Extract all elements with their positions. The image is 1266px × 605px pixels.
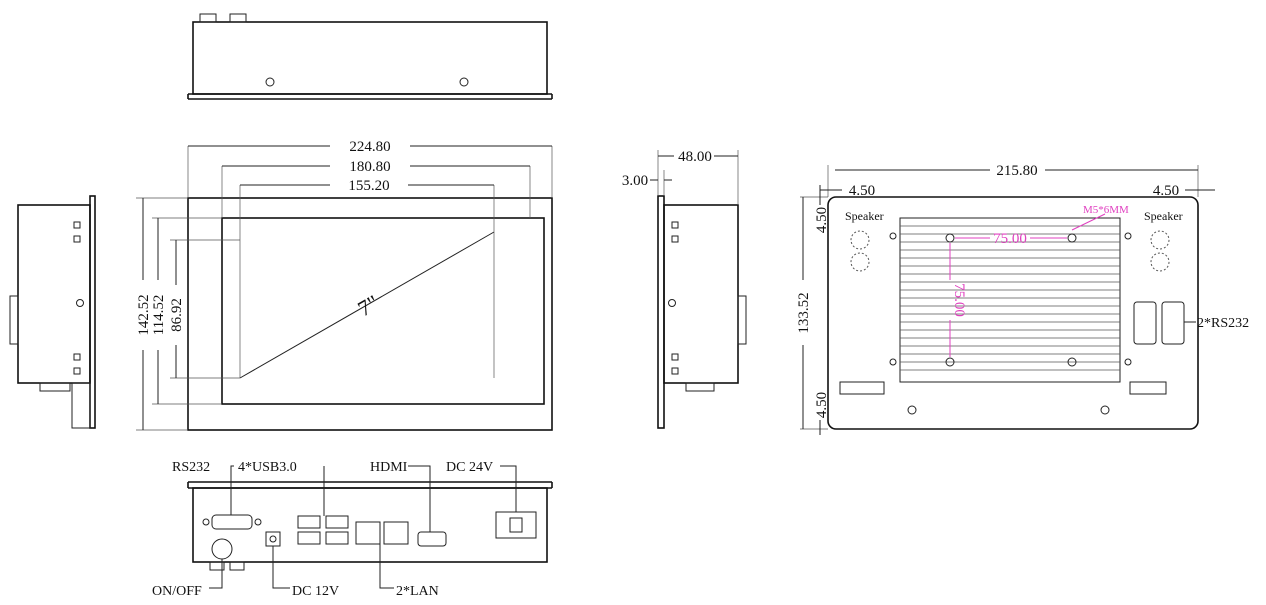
rear-margin-top: 4.50	[814, 207, 830, 233]
onoff-label: ON/OFF	[152, 584, 202, 599]
rear-margin-right: 4.50	[1153, 183, 1179, 199]
rear-view: 215.80 4.50 4.50 133.52 4.50 4.50 75.00 …	[796, 163, 1249, 435]
front-height-outer: 142.52	[136, 294, 152, 335]
side-bezel: 3.00	[622, 173, 648, 189]
front-width-outer: 224.80	[349, 139, 390, 155]
front-width-mid: 180.80	[349, 159, 390, 175]
front-view: 224.80 180.80 155.20 142.52 114.52 86.92…	[136, 139, 553, 431]
front-width-active: 155.20	[348, 178, 389, 194]
front-height-active: 86.92	[169, 298, 185, 332]
heatsink-fins	[900, 225, 1120, 371]
speaker-right-label: Speaker	[1144, 209, 1183, 223]
left-side-view	[9, 195, 96, 429]
rs232-label: RS232	[172, 460, 210, 475]
right-side-view: 48.00 3.00	[622, 149, 747, 429]
rear-margin-bottom: 4.50	[814, 392, 830, 418]
screw-spec: M5*6MM	[1083, 204, 1129, 216]
dc12v-label: DC 12V	[292, 584, 339, 599]
hdmi-label: HDMI	[370, 460, 408, 475]
usb-label: 4*USB3.0	[238, 460, 297, 475]
dc24v-label: DC 24V	[446, 460, 493, 475]
rs232-rear-label: 2*RS232	[1197, 316, 1249, 331]
vesa-horizontal: 75.00	[993, 231, 1027, 247]
side-depth: 48.00	[678, 149, 712, 165]
lan-label: 2*LAN	[396, 584, 439, 599]
speaker-left-label: Speaker	[845, 209, 884, 223]
rear-height: 133.52	[796, 292, 812, 333]
rear-margin-left: 4.50	[849, 183, 875, 199]
top-view	[187, 13, 553, 100]
speaker-grille-right	[1150, 230, 1170, 272]
rear-width: 215.80	[996, 163, 1037, 179]
io-view: RS232 4*USB3.0 HDMI DC 24V ON/OFF DC 12V…	[152, 460, 553, 599]
speaker-grille-left	[850, 230, 870, 272]
vesa-vertical: 75.00	[951, 283, 967, 317]
screen-diagonal-label: 7"	[353, 290, 383, 322]
front-height-mid: 114.52	[151, 295, 167, 336]
